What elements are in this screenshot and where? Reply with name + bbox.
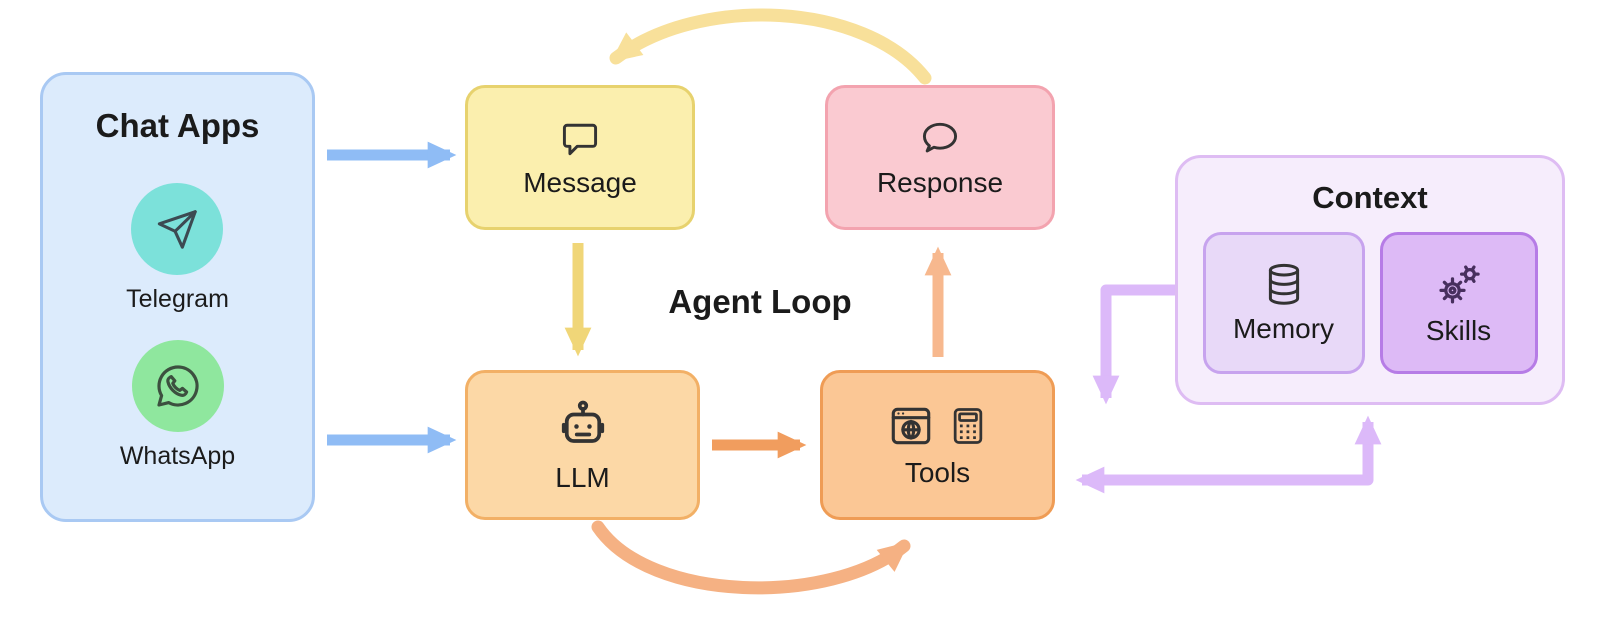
browser-globe-icon [891, 407, 930, 445]
llm-label: LLM [555, 462, 610, 493]
square-speech-bubble-icon [562, 123, 598, 155]
memory-label: Memory [1232, 313, 1335, 344]
skills-label: Skills [1425, 315, 1492, 346]
skills-node: Skills [1379, 232, 1538, 374]
tools-node: Tools [820, 370, 1055, 520]
telegram-icon [131, 183, 224, 275]
telegram-label: Telegram [126, 285, 229, 313]
browser-and-calculator-icon [886, 401, 990, 451]
llm-node: LLM [465, 370, 700, 520]
whatsapp-icon [131, 340, 224, 432]
context-row: Memory Skills [1178, 232, 1562, 374]
database-icon [1268, 263, 1299, 305]
round-speech-bubble-icon [922, 122, 958, 152]
chat-apps-title: Chat Apps [95, 107, 260, 144]
arrow-response-to-message-curve [609, 8, 932, 85]
arrow-context-to-tools-elbow [1092, 284, 1175, 405]
response-node: Response [825, 85, 1055, 230]
whatsapp-label: WhatsApp [119, 442, 236, 470]
telegram-item: Telegram [126, 183, 229, 314]
memory-node: Memory [1202, 232, 1365, 374]
agent-loop-label: Agent Loop [668, 283, 852, 320]
response-label: Response [876, 166, 1004, 198]
calculator-icon [953, 408, 982, 444]
context-panel: Context Memory Skills [1175, 155, 1565, 405]
chat-apps-panel: Chat Apps Telegram WhatsApp [40, 72, 315, 522]
message-node: Message [465, 85, 695, 230]
message-label: Message [523, 166, 637, 198]
arrow-llm-to-tools-curve [591, 520, 911, 595]
gears-icon [1438, 265, 1480, 304]
tools-label: Tools [904, 457, 971, 488]
context-title: Context [1312, 180, 1428, 215]
robot-icon [561, 400, 604, 443]
whatsapp-item: WhatsApp [120, 340, 235, 471]
arrow-tools-context-elbow-bidirectional [1075, 415, 1382, 494]
